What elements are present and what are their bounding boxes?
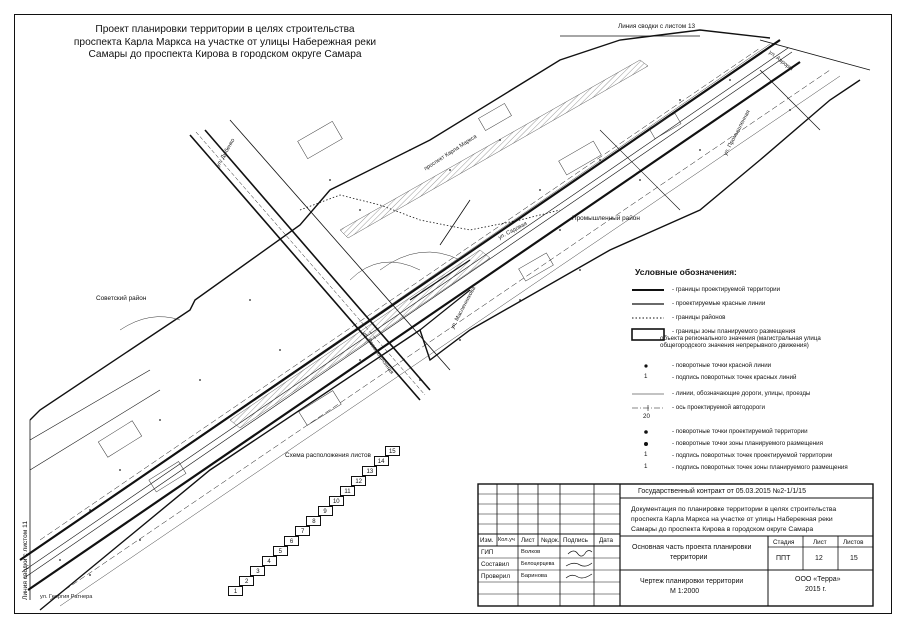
legend-sym-axis: [632, 405, 664, 411]
label-sheet-13: Линия сводки с листом 13: [618, 23, 696, 30]
legend-sym-solid-thick: [632, 289, 664, 291]
stamp-header-doc: №док.: [541, 537, 560, 544]
legend-item-axis: - ось проектируемой автодороги 20: [630, 402, 870, 422]
main-avenue: [19, 29, 861, 611]
stamp-header-date: Дата: [599, 537, 613, 544]
stamp-doc-line-2: проспекта Карла Маркса на участке от ули…: [631, 516, 833, 523]
survey-points: [59, 79, 791, 576]
scheme-sheet-6: 6: [284, 536, 299, 546]
stamp-doc-line-1: Документация по планировке территории в …: [631, 506, 837, 513]
median-strip: [229, 59, 649, 429]
title-line-1: Проект планировки территории в целях стр…: [95, 24, 355, 35]
signatures: [565, 550, 593, 579]
legend-item-zone-labels: 1 - подпись поворотных точек зоны планир…: [644, 463, 848, 471]
stamp-sheet-value: 12: [815, 555, 823, 562]
stamp-stage-header: Стадия: [773, 539, 795, 546]
stamp-header-izm: Изм.: [480, 537, 494, 544]
legend-item-territory-points: - поворотные точки проектируемой террито…: [630, 426, 870, 438]
label-scheme: Схема расположения листов: [285, 452, 371, 459]
legend-item-zone-points: - поворотные точки зоны планируемого раз…: [630, 438, 870, 450]
label-industrial: Промышленный район: [572, 215, 640, 222]
district-boundary: [299, 194, 561, 231]
drawing-title: Проект планировки территории в целях стр…: [70, 24, 380, 62]
stamp-section-1: Основная часть проекта планировки: [632, 544, 752, 551]
stamp-role-checker: Проверил: [481, 573, 511, 580]
scheme-sheet-5: 5: [272, 546, 288, 556]
label-soviet: Советский район: [96, 295, 147, 302]
scheme-sheet-8: 8: [306, 516, 322, 526]
stamp-drawing-2: М 1:2000: [670, 588, 700, 595]
stamp-drawing-1: Чертеж планировки территории: [640, 578, 744, 585]
drawing-frame: [14, 14, 892, 614]
legend-sym-solid: [632, 303, 664, 305]
stamp-org: ООО «Терра»: [795, 576, 841, 583]
stamp-stage-value: ППТ: [776, 555, 791, 562]
scheme-sheet-7: 7: [295, 526, 311, 536]
legend-item-zone: - границы зоны планируемого размещения о…: [630, 326, 870, 356]
stamp-name-gip: Волков: [521, 549, 541, 555]
stamp-contract: Государственный контракт от 05.03.2015 №…: [638, 488, 806, 495]
legend-sym-rect: [631, 328, 665, 341]
legend-sym-dot-3: [644, 442, 648, 446]
stamp-sheets-header: Листов: [843, 539, 864, 546]
stamp-doc-line-3: Самары до проспекта Кирова в городском о…: [631, 526, 814, 533]
cross-streets: [29, 39, 871, 471]
scheme-sheet-1: 1: [228, 586, 243, 596]
stamp-header-sign: Подпись: [563, 537, 588, 544]
scheme-sheet-15: 15: [384, 446, 400, 456]
scheme-sheet-10: 10: [328, 496, 344, 506]
stamp-sheets-value: 15: [850, 555, 858, 562]
title-line-3: Самары до проспекта Кирова в городском о…: [88, 49, 362, 60]
stamp-section-2: территории: [670, 554, 708, 561]
scheme-sheet-13: 13: [362, 466, 378, 476]
legend-item-territory-labels: 1 - подпись поворотных точек проектируем…: [644, 451, 833, 459]
stamp-role-gip: ГИП: [481, 549, 494, 556]
legend-item-red-points: - поворотные точки красной линии: [630, 360, 870, 372]
title-line-2: проспекта Карла Маркса на участке от ули…: [73, 36, 377, 48]
building-contours: [97, 103, 682, 493]
stamp-role-author: Составил: [481, 561, 510, 568]
legend-item-red-labels: 1 - подпись поворотных точек красных лин…: [644, 373, 797, 381]
stamp-header-list: Лист: [521, 537, 535, 544]
legend-item-project-boundary: - границы проектируемой территории: [630, 284, 870, 296]
legend-sym-thin: [632, 393, 664, 395]
stamp-name-author: Белоцерцева: [521, 561, 555, 567]
scheme-sheet-14: 14: [373, 456, 389, 466]
stamp-year: 2015 г.: [805, 586, 827, 593]
scheme-sheet-12: 12: [351, 476, 367, 486]
legend-sym-dot-2: [644, 430, 648, 434]
legend-item-red-lines: - проектируемые красные линии: [630, 298, 870, 310]
scheme-sheet-9: 9: [317, 506, 333, 516]
scheme-sheet-4: 4: [261, 556, 277, 566]
label-street-ratner: ул. Георгия Ратнера: [40, 594, 93, 600]
legend-title: Условные обозначения:: [635, 267, 737, 277]
legend-item-roads: - линии, обозначающие дороги, улицы, про…: [630, 388, 870, 400]
scheme-sheet-3: 3: [250, 566, 266, 576]
scheme-sheet-11: 11: [340, 486, 355, 496]
scheme-sheet-2: 2: [239, 576, 255, 586]
legend-item-district: - границы районов: [630, 312, 870, 324]
stamp-header-kol: Кол.уч: [498, 537, 515, 543]
stamp-name-checker: Баринова: [521, 573, 548, 579]
stamp-sheet-header: Лист: [813, 539, 827, 546]
legend-sym-dot: [644, 364, 648, 368]
